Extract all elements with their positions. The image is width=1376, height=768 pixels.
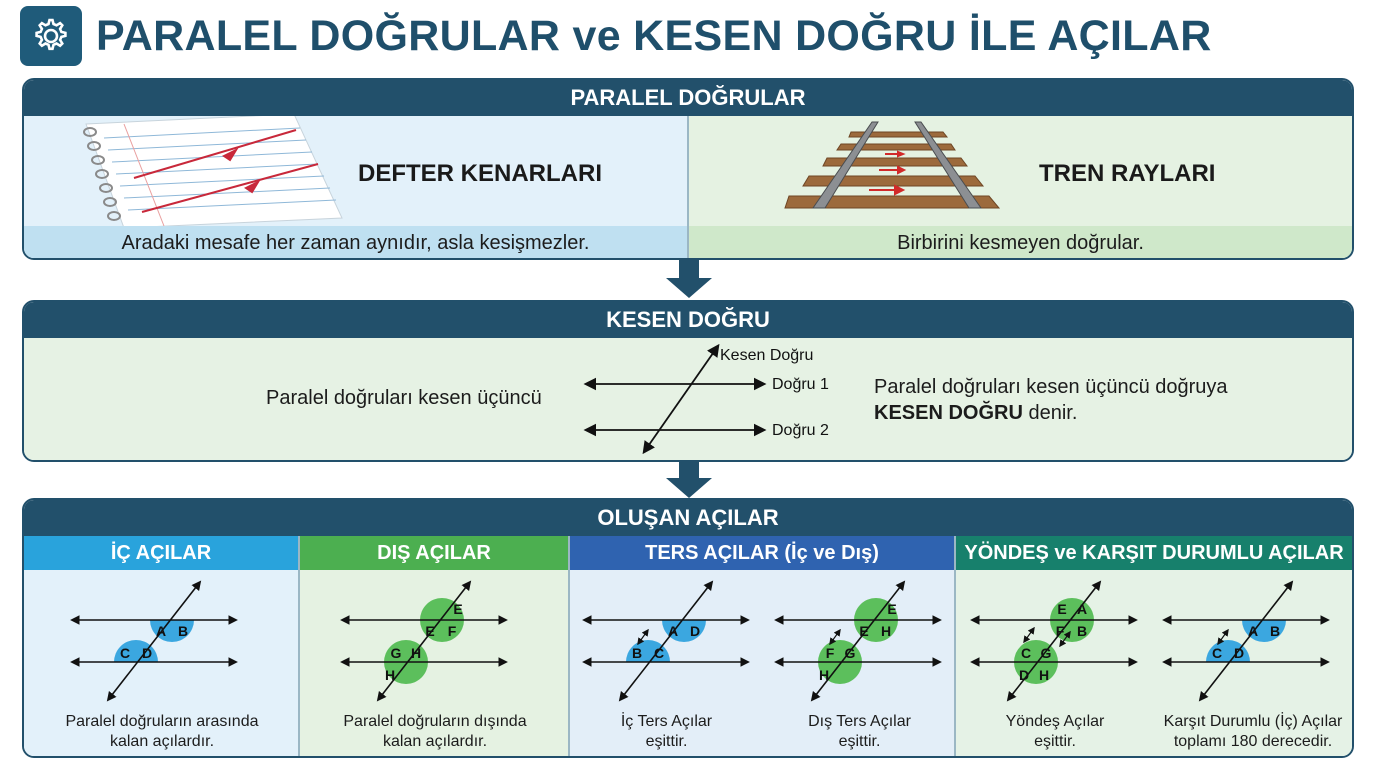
angle-label-h: H <box>881 623 891 639</box>
angle-label-e: E <box>859 623 868 639</box>
angle-label-h: H <box>819 667 829 683</box>
gear-icon <box>20 6 82 66</box>
section-header-parallel: PARALEL DOĞRULAR <box>24 80 1352 116</box>
corresponding-caption-line2: eşittir. <box>1034 733 1076 750</box>
transversal-line <box>1198 580 1294 702</box>
angle-label-g: G <box>1041 645 1052 661</box>
angle-label-h: H <box>385 667 395 683</box>
rails-panel: TREN RAYLARI Birbirini kesmeyen doğrular… <box>689 116 1352 258</box>
angle-label-f: F <box>826 645 835 661</box>
angle-label-a: A <box>1077 601 1087 617</box>
angle-label-d: D <box>1234 645 1244 661</box>
transversal-diagram: Kesen Doğru Doğru 1 Doğru 2 <box>583 343 829 455</box>
angle-label-b: B <box>632 645 642 661</box>
transversal-line <box>1006 580 1102 702</box>
angle-label-g: G <box>391 645 402 661</box>
angle-label-e: E <box>1057 601 1066 617</box>
exterior-caption-line2: kalan açılardır. <box>382 733 488 750</box>
notebook-panel: DEFTER KENARLARI Aradaki mesafe her zama… <box>24 116 689 258</box>
transversal-definition-tail: denir. <box>1028 402 1078 424</box>
co-interior-caption-line2: toplamı 180 derecedir. <box>1173 733 1333 750</box>
interior-angles-title: İÇ AÇILAR <box>24 536 298 570</box>
exterior-angles-title: DIŞ AÇILAR <box>300 536 568 570</box>
transversal-line <box>376 580 472 702</box>
angle-label-e: E <box>453 601 462 617</box>
equal-angle-arrow <box>829 628 841 646</box>
angle-label-c: C <box>120 645 130 661</box>
interior-caption-line1: Paralel doğruların arasında <box>65 713 259 730</box>
angle-label-a: A <box>156 623 166 639</box>
angle-label-a: A <box>668 623 678 639</box>
title-bar: PARALEL DOĞRULAR ve KESEN DOĞRU İLE AÇIL… <box>20 6 1360 66</box>
transversal-line <box>106 580 202 702</box>
arrow-down-icon <box>666 260 712 298</box>
angle-label-d: D <box>1019 667 1029 683</box>
transversal-left-text: Paralel doğruları kesen üçüncü <box>266 387 542 409</box>
equal-angle-arrow <box>1217 628 1229 646</box>
rails-caption: Birbirini kesmeyen doğrular. <box>689 226 1352 258</box>
co-interior-caption-line1: Karşıt Durumlu (İç) Açılar <box>1163 713 1343 730</box>
angle-label-b: B <box>1077 623 1087 639</box>
angle-label-c: C <box>654 645 664 661</box>
alt-exterior-caption-line1: Dış Ters Açılar <box>808 713 911 730</box>
angle-label-h: H <box>1039 667 1049 683</box>
notebook-icon <box>83 116 343 226</box>
alternate-angles-title: TERS AÇILAR (İç ve Dış) <box>570 536 954 570</box>
angle-label-b: B <box>178 623 188 639</box>
page-title: PARALEL DOĞRULAR ve KESEN DOĞRU İLE AÇIL… <box>96 11 1212 60</box>
angle-label-a: A <box>1248 623 1258 639</box>
equal-angle-arrow <box>637 628 649 646</box>
angle-label-e: E <box>887 601 896 617</box>
angle-label-c: C <box>1021 645 1031 661</box>
angle-label-f: F <box>1056 623 1065 639</box>
transversal-definition: Paralel doğruları kesen üçüncü doğruya K… <box>874 374 1228 426</box>
angle-label-c: C <box>1212 645 1222 661</box>
line2-label: Doğru 2 <box>772 422 829 439</box>
alt-interior-caption-line2: eşittir. <box>645 733 688 750</box>
angle-label-h: H <box>411 645 421 661</box>
equal-angle-arrow <box>1023 626 1035 644</box>
equal-angle-arrow <box>1059 630 1071 648</box>
exterior-caption-line1: Paralel doğruların dışında <box>343 713 527 730</box>
alt-interior-caption-line1: İç Ters Açılar <box>620 713 713 730</box>
angle-label-e: E <box>425 623 434 639</box>
transversal-line <box>810 580 906 702</box>
transversal-line <box>618 580 714 702</box>
angle-label-g: G <box>845 645 856 661</box>
alt-exterior-caption-line2: eşittir. <box>838 733 881 750</box>
train-rails-icon <box>784 121 1001 209</box>
notebook-label: DEFTER KENARLARI <box>358 160 602 187</box>
parallel-lines-section: PARALEL DOĞRULAR <box>22 78 1354 260</box>
line1-label: Doğru 1 <box>772 376 829 393</box>
notebook-caption: Aradaki mesafe her zaman aynıdır, asla k… <box>24 226 687 258</box>
corresponding-caption-line1: Yöndeş Açılar <box>1005 713 1105 730</box>
interior-caption-line2: kalan açılardır. <box>109 733 215 750</box>
corresponding-angles-title: YÖNDEŞ ve KARŞIT DURUMLU AÇILAR <box>956 536 1352 570</box>
angle-label-d: D <box>142 645 152 661</box>
angle-label-f: F <box>448 623 457 639</box>
rails-label: TREN RAYLARI <box>1039 160 1216 187</box>
angle-label-b: B <box>1270 623 1280 639</box>
arrow-down-icon <box>666 460 712 498</box>
section-header-angles: OLUŞAN AÇILAR <box>24 500 1352 536</box>
angle-label-d: D <box>690 623 700 639</box>
transversal-line-label: Kesen Doğru <box>720 347 813 364</box>
section-header-transversal: KESEN DOĞRU <box>24 302 1352 338</box>
transversal-definition-line1: Paralel doğruları kesen üçüncü doğruya <box>874 376 1228 398</box>
transversal-section: KESEN DOĞRU Paralel doğruları kesen üçün… <box>22 300 1354 462</box>
transversal-term: KESEN DOĞRU <box>874 402 1023 424</box>
